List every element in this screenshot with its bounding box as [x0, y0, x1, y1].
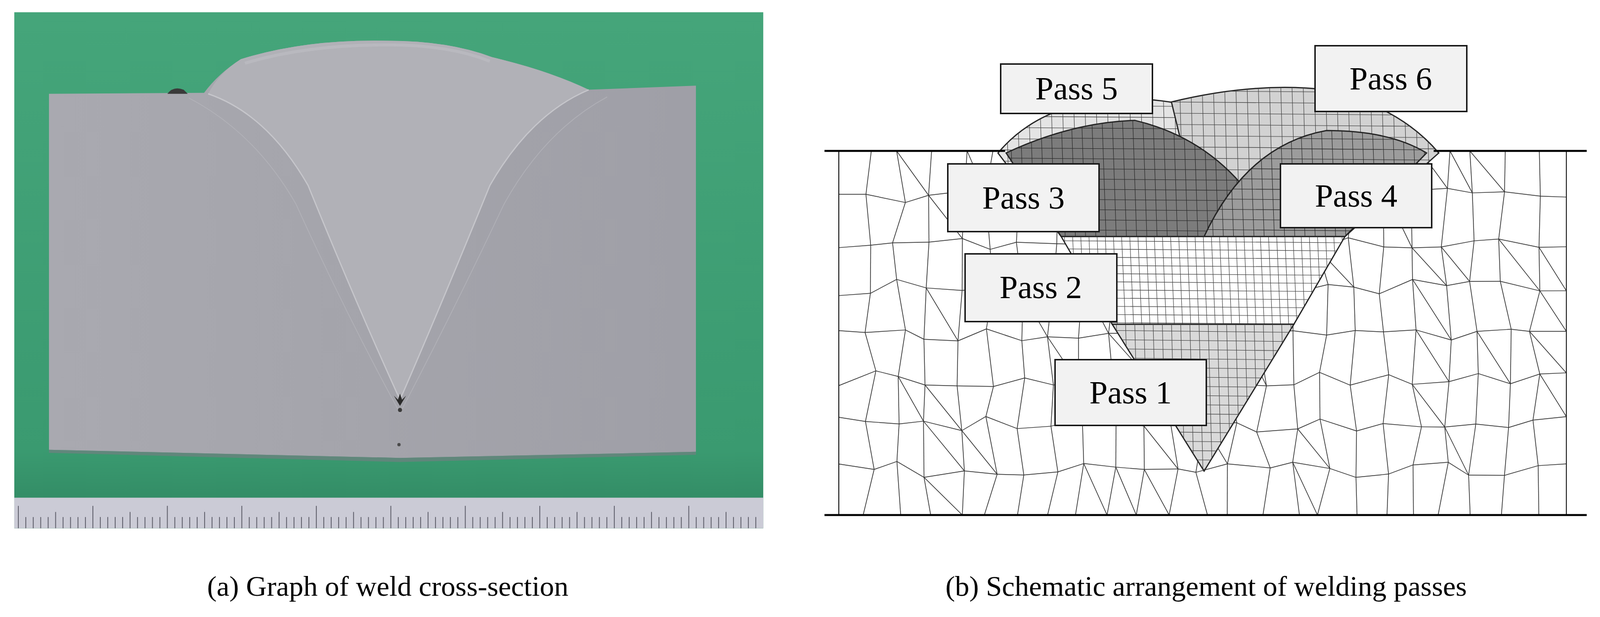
pass-label-box: Pass 2	[964, 253, 1118, 323]
pass-label-box: Pass 3	[947, 163, 1101, 233]
pass-label: Pass 3	[982, 179, 1065, 217]
pass-label: Pass 2	[999, 269, 1082, 306]
pass-label: Pass 1	[1089, 374, 1172, 411]
pass-label: Pass 6	[1349, 60, 1432, 97]
pass-label-box: Pass 4	[1279, 163, 1433, 229]
pass-label-box: Pass 6	[1314, 44, 1468, 113]
pass-label-box: Pass 5	[999, 63, 1154, 115]
pass-label: Pass 5	[1035, 70, 1119, 107]
photo-panel	[14, 12, 764, 529]
mesh-panel	[824, 79, 1587, 516]
pass-label-box: Pass 1	[1054, 358, 1208, 427]
pass-label: Pass 4	[1314, 177, 1398, 215]
panel-caption: (a) Graph of weld cross-section	[207, 568, 569, 604]
panel-caption: (b) Schematic arrangement of welding pas…	[945, 568, 1468, 604]
